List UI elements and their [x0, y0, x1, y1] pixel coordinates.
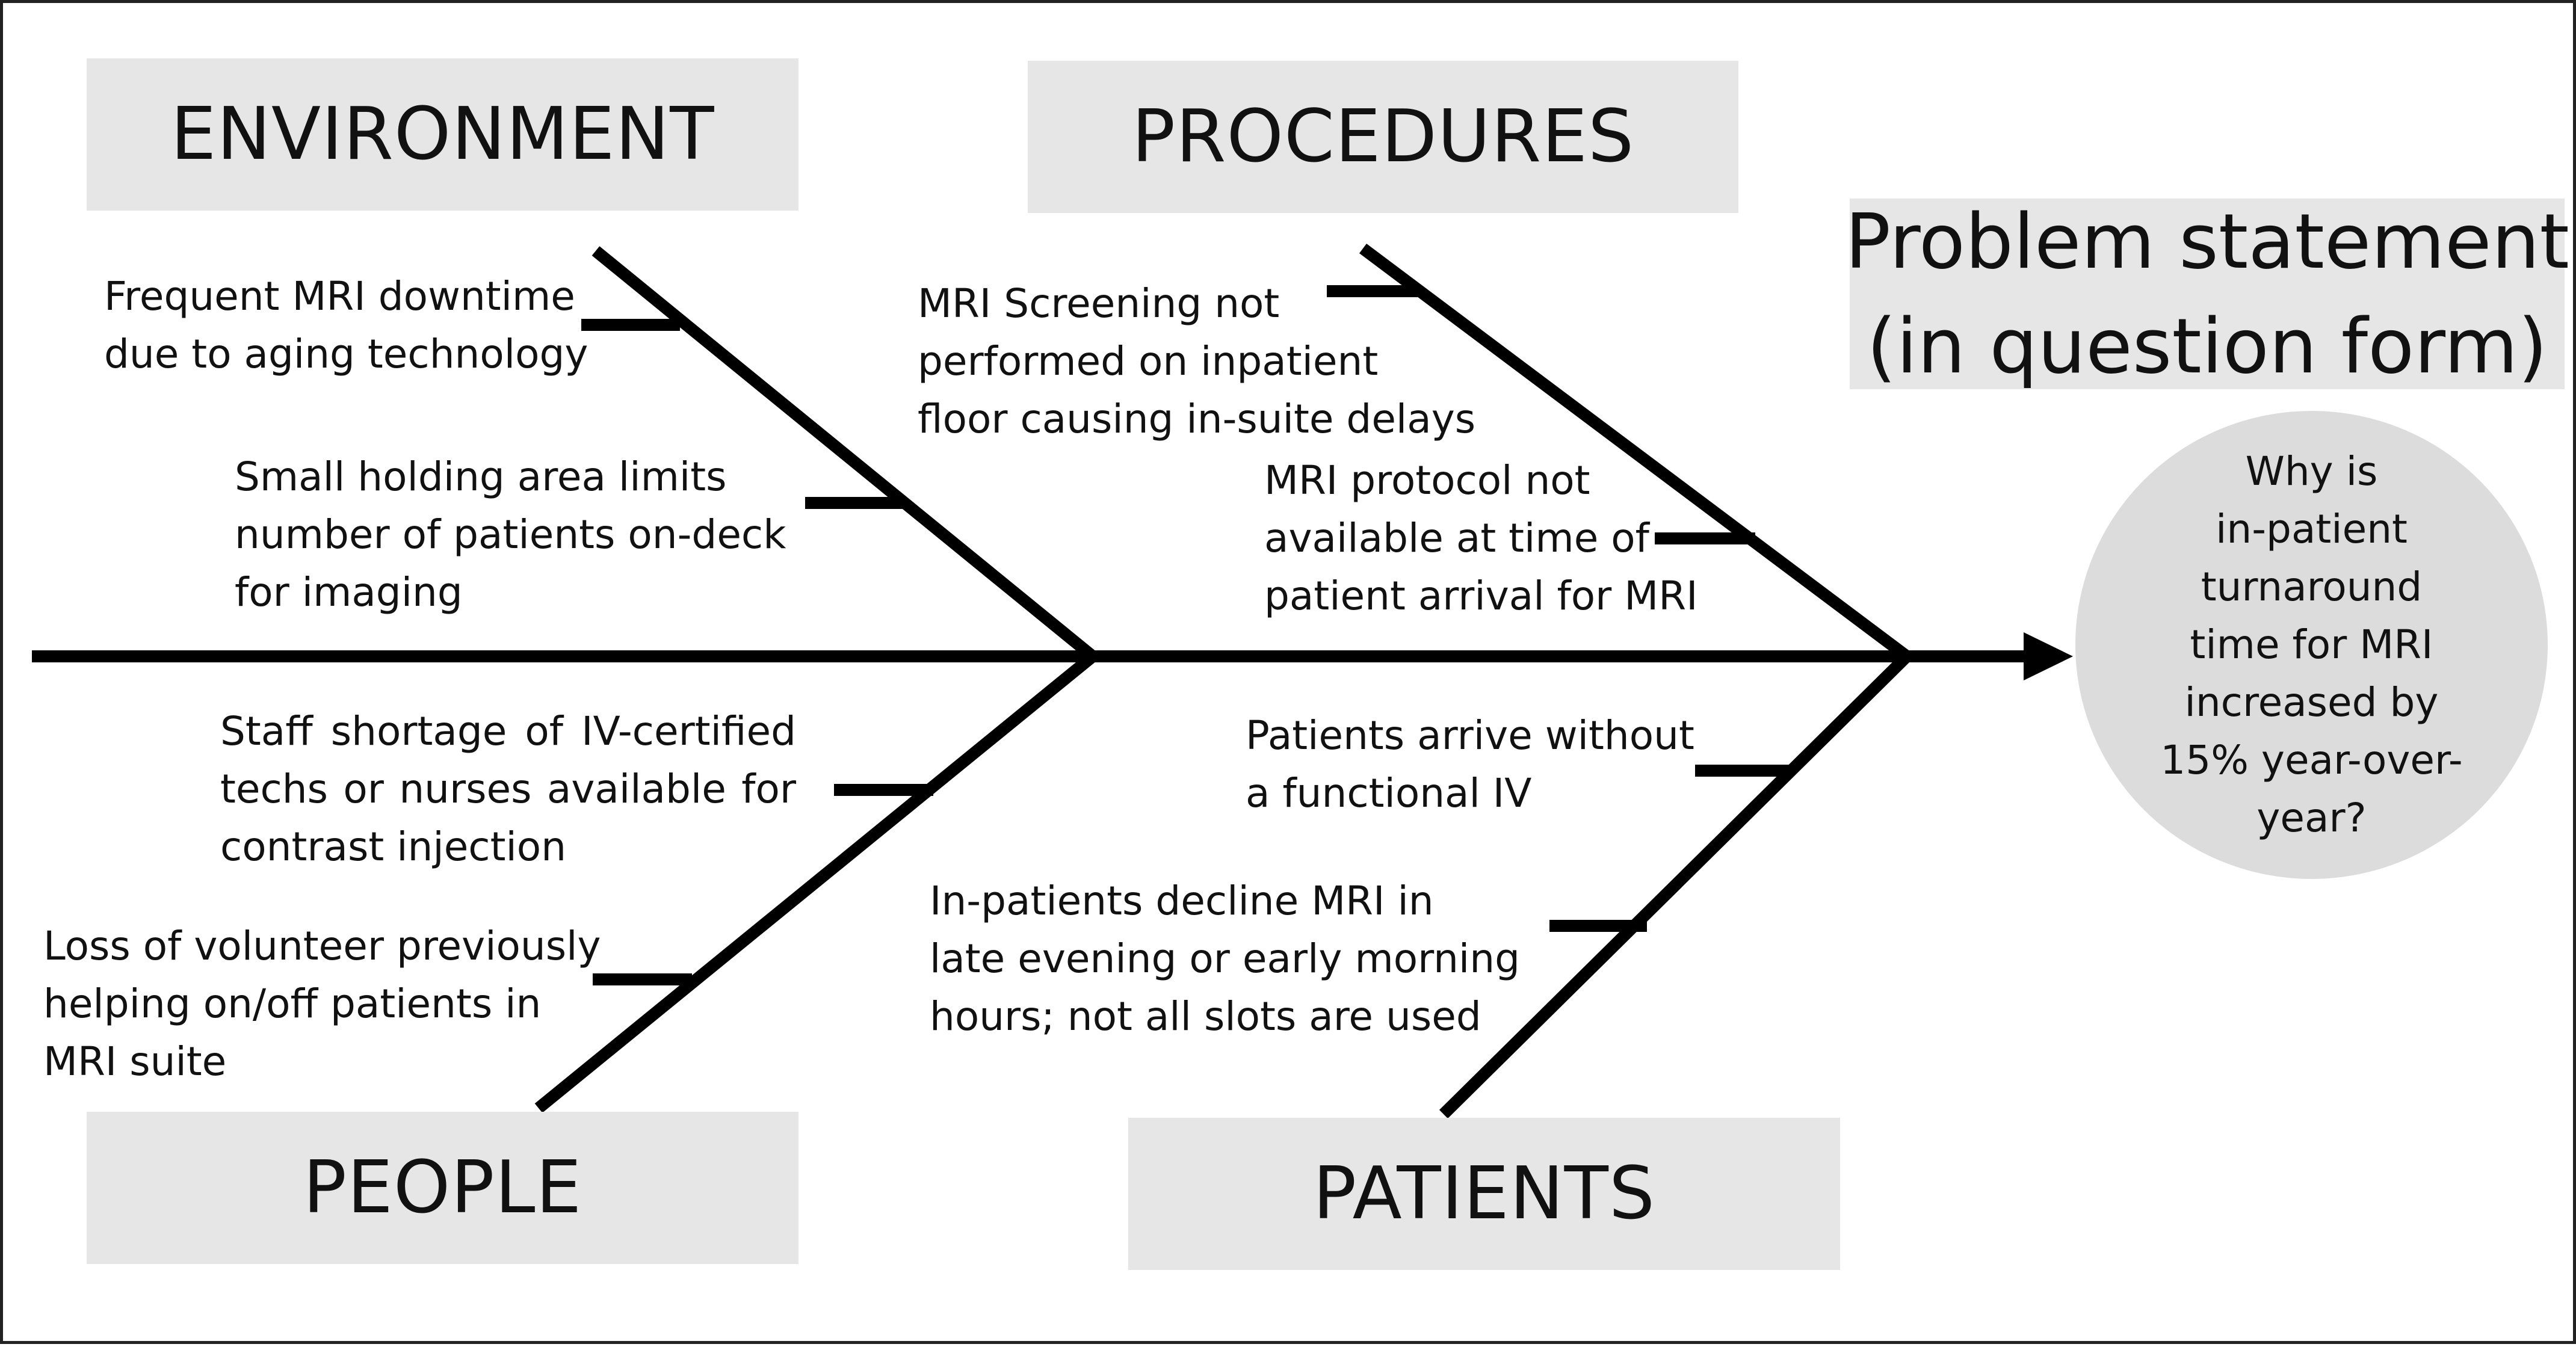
procedures-bone — [1359, 244, 1910, 661]
fishbone-skeleton — [32, 244, 2073, 1119]
category-environment-label: ENVIRONMENT — [170, 93, 715, 176]
problem-question: Why is in-patient turnaround time for MR… — [2160, 448, 2463, 841]
category-people-label: PEOPLE — [303, 1146, 582, 1230]
problem-statement-title: Problem statement (in question form) — [1845, 197, 2569, 390]
problem-title-line-1: Problem statement — [1845, 197, 2569, 286]
people-bone — [534, 652, 1097, 1113]
cause-environment-1: Frequent MRI downtime due to aging techn… — [104, 273, 588, 377]
problem-circle: Why is in-patient turnaround time for MR… — [2075, 411, 2548, 879]
cause-procedures-1: MRI Screening not performed on inpatient… — [918, 280, 1476, 442]
cause-procedures-2: MRI protocol not available at time of pa… — [1264, 457, 1698, 619]
problem-title-line-2: (in question form) — [1867, 301, 2548, 390]
category-environment: ENVIRONMENT — [87, 58, 798, 211]
cause-patients-1: Patients arrive without a functional IV — [1246, 712, 1694, 816]
cause-people-2: Loss of volunteer previously helping on/… — [43, 923, 601, 1085]
category-procedures-label: PROCEDURES — [1131, 95, 1635, 179]
cause-patients-2: In-patients decline MRI in late evening … — [930, 878, 1520, 1040]
category-procedures: PROCEDURES — [1028, 61, 1738, 213]
patients-bone — [1439, 652, 1912, 1119]
arrowhead — [2024, 632, 2073, 680]
category-people: PEOPLE — [87, 1112, 798, 1264]
cause-people-1: Staff shortage of IV-certified techs or … — [220, 708, 796, 870]
cause-environment-2: Small holding area limits number of pati… — [235, 454, 786, 615]
category-patients: PATIENTS — [1128, 1118, 1840, 1270]
environment-bone — [591, 246, 1097, 661]
category-patients-label: PATIENTS — [1312, 1152, 1656, 1236]
